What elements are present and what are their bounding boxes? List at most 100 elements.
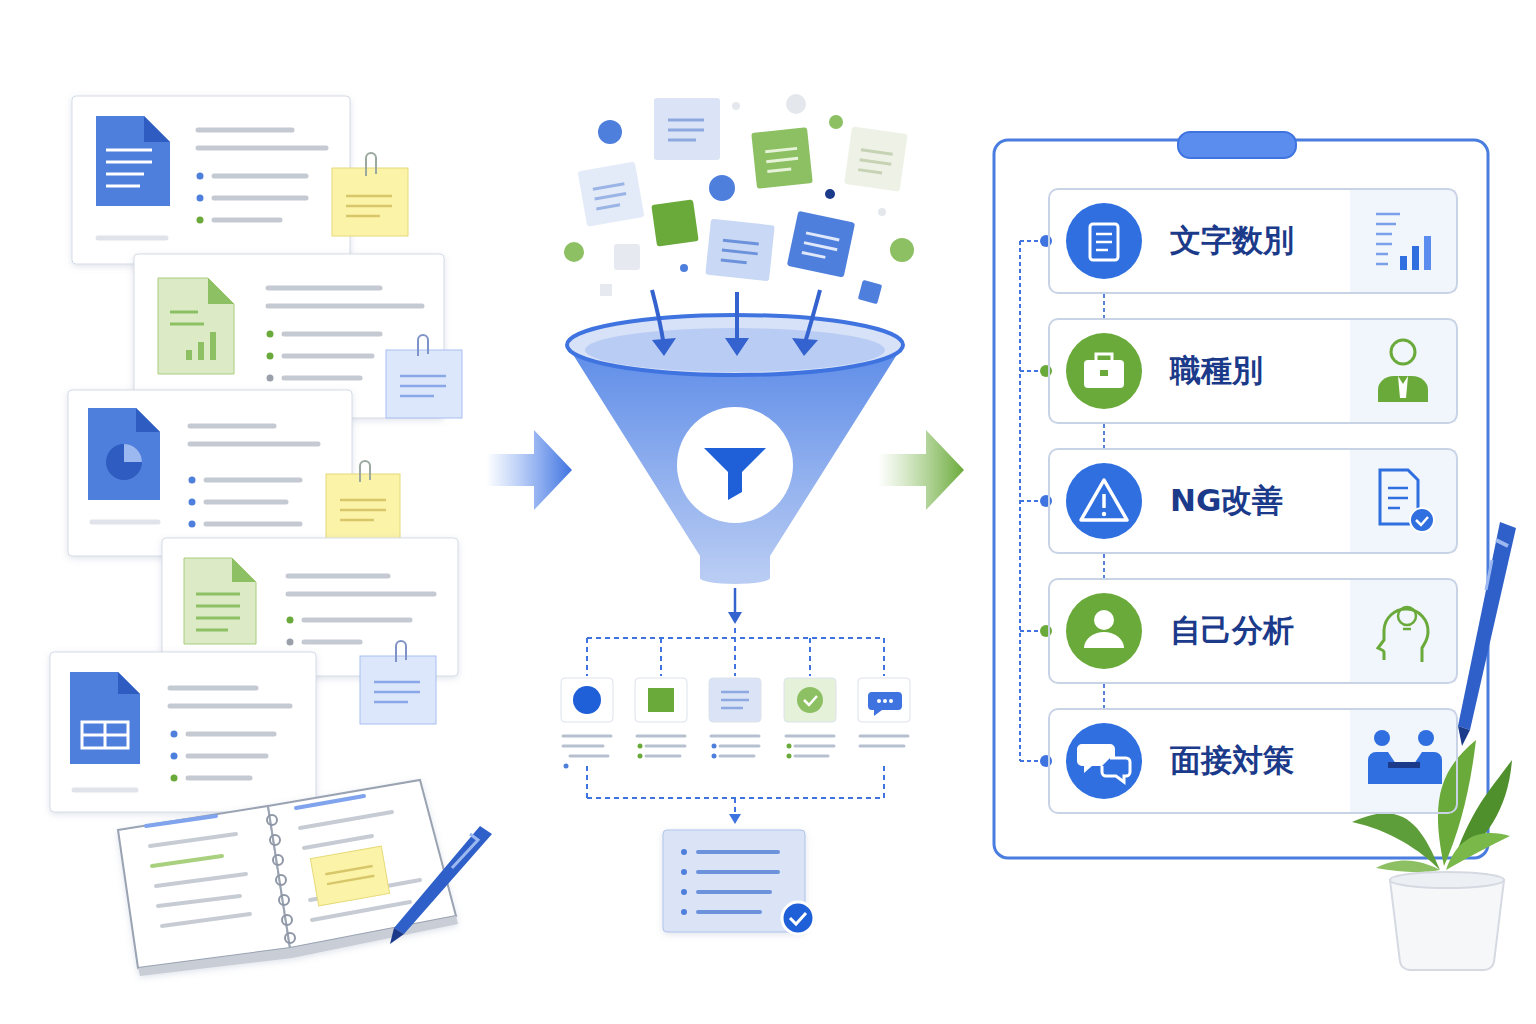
row-side-icons-part	[1410, 508, 1434, 532]
row-icon-panels-part	[1350, 450, 1456, 552]
doc-card-part-part	[210, 332, 216, 360]
row-side-icons-part-part	[1376, 263, 1388, 266]
sorted-items-part-part	[638, 744, 643, 749]
sticky-note-part	[360, 656, 436, 724]
sorted-items-part-part	[711, 735, 759, 738]
scattered-notes-part	[651, 199, 698, 246]
scattered-notes-part	[829, 115, 843, 129]
funnel-arrows	[652, 290, 820, 356]
scattered-notes-part	[705, 219, 775, 281]
row-side-icons-part-part	[1400, 256, 1407, 270]
sorted-items-part	[734, 588, 737, 616]
potted-plant-part	[1390, 872, 1504, 888]
doc-card-part-part	[188, 776, 250, 781]
row-icons-part-part	[1096, 241, 1112, 244]
doc-card-part-part	[74, 788, 136, 793]
doc-card-part-part	[196, 617, 240, 620]
category-label: 面接対策	[1170, 742, 1294, 779]
sorted-items-part	[728, 612, 742, 624]
sticky-note-part	[346, 196, 392, 216]
sorted-items-part-part	[563, 745, 603, 748]
doc-card-part	[50, 652, 316, 812]
doc-card-part	[124, 444, 142, 462]
sticky-note-part-part	[400, 395, 434, 398]
flow-arrow	[486, 430, 572, 510]
sorted-items-part-part	[637, 735, 685, 738]
sorted-items-part	[782, 902, 814, 934]
doc-card-part-part	[304, 640, 360, 645]
sorted-items-part-part	[721, 691, 749, 694]
sticky-note-part-part	[374, 691, 420, 694]
row-side-icons-part	[1376, 214, 1400, 264]
row-side-icons-part	[1368, 752, 1442, 784]
doc-card-part	[288, 576, 434, 642]
doc-card	[72, 96, 350, 264]
sticky-note-part	[386, 350, 462, 418]
scattered-notes-part-part-part	[804, 243, 837, 250]
notebook-part-part	[282, 915, 292, 925]
sorted-items-part-part	[877, 699, 881, 703]
sticky-note-part	[396, 641, 406, 662]
scattered-notes-part	[578, 162, 645, 227]
sorted-items-part-part	[787, 744, 792, 749]
row-side-icons-part	[1374, 730, 1390, 746]
sticky-note-part-part	[374, 701, 408, 704]
scattered-notes-part-part	[802, 233, 839, 260]
sorted-items-part	[563, 736, 908, 756]
sticky-note-part-part	[346, 205, 392, 208]
scattered-notes-part	[680, 264, 688, 272]
doc-card-part-part	[106, 149, 152, 152]
sorted-items-part-part	[712, 754, 717, 759]
doc-card-part-part	[198, 146, 326, 151]
row-icons-part-part	[1096, 233, 1112, 236]
category-label: NG改善	[1170, 482, 1283, 519]
sticky-note-part-part	[340, 509, 386, 512]
doc-card-part	[74, 688, 290, 790]
row-icons-part	[1090, 224, 1118, 260]
row-side-icons-part-part	[1376, 223, 1396, 226]
sorted-items-part	[804, 696, 817, 705]
scattered-notes-part	[858, 280, 882, 304]
row-icons-part	[1096, 234, 1112, 250]
doc-card-part-part	[284, 354, 372, 359]
scattered-notes-part-part-part	[765, 148, 797, 151]
notebook-part	[146, 796, 420, 926]
row-dots-part	[1040, 495, 1052, 507]
row-icons-part-part	[1096, 249, 1108, 252]
pen-part	[390, 928, 404, 944]
row-link	[1103, 684, 1105, 708]
row-icons-part	[1094, 610, 1114, 630]
row-side-icons-part	[1388, 762, 1420, 768]
row-side-icons-part	[1391, 340, 1415, 364]
row-icon-panels-part	[1350, 580, 1456, 682]
funnel-part	[700, 572, 770, 584]
doc-card-part	[171, 753, 178, 760]
row-icons-part	[1096, 354, 1112, 360]
category-label: 文字数別	[1170, 222, 1294, 259]
row-icons-part	[1102, 512, 1106, 516]
notebook-part-part	[296, 796, 364, 808]
row-side-icons-part-part	[1412, 246, 1419, 270]
row-side-icons-part	[1403, 628, 1411, 631]
funnel-arrows-part	[735, 292, 739, 346]
doc-card-part-part	[170, 704, 290, 709]
doc-card-part	[197, 195, 204, 202]
doc-card-part	[208, 278, 234, 304]
flow-arrow-part	[878, 430, 964, 510]
doc-card-part	[232, 558, 256, 582]
sorted-items-part-part	[721, 707, 743, 710]
clipboard-part	[1178, 132, 1296, 158]
doc-card	[68, 390, 352, 556]
doc-card-part	[186, 332, 216, 360]
row-dots-part	[1040, 625, 1052, 637]
sorted-items-part	[868, 692, 902, 716]
scattered-notes-part	[709, 175, 735, 201]
doc-card-part	[106, 150, 152, 186]
scattered-notes-part	[878, 208, 886, 216]
sorted-items-part	[877, 699, 893, 703]
scattered-notes-part-part-part	[806, 233, 839, 240]
doc-card-part-part	[188, 754, 266, 759]
notebook-part-part	[300, 812, 392, 828]
doc-card-part	[171, 775, 178, 782]
row-icons-part	[1066, 593, 1142, 669]
